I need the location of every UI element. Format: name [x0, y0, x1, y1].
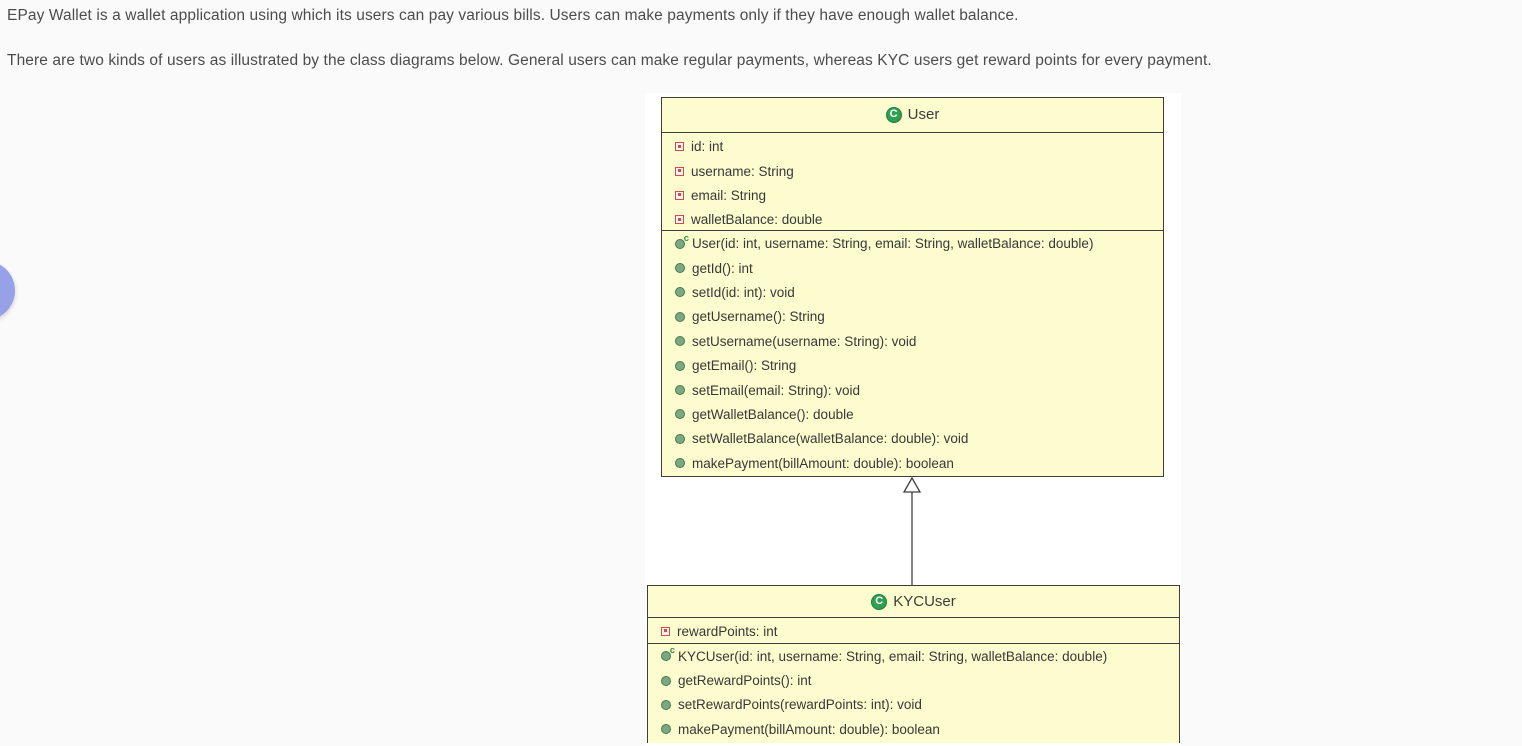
field-icon [675, 142, 684, 152]
method-row: getId(): int [662, 256, 1163, 280]
method-row: makePayment(billAmount: double): boolean [648, 717, 1179, 741]
method-icon [675, 409, 685, 420]
field-row: username: String [662, 159, 1163, 183]
field-icon [675, 215, 684, 225]
fields-section-kycuser: rewardPoints: int [648, 618, 1179, 644]
method-row: getEmail(): String [662, 353, 1163, 377]
method-row: makePayment(billAmount: double): boolean [662, 451, 1163, 475]
class-icon: C [871, 593, 888, 610]
intro-paragraph-1: EPay Wallet is a wallet application usin… [7, 7, 1019, 24]
field-row: email: String [662, 183, 1163, 207]
method-icon [675, 311, 685, 322]
field-icon [675, 166, 684, 176]
method-row: getRewardPoints(): int [648, 668, 1179, 692]
class-header-user: C User [662, 98, 1163, 133]
class-box-user: C User id: int username: String email: S… [661, 97, 1164, 477]
method-icon [661, 675, 671, 686]
method-icon [661, 699, 671, 710]
field-row: rewardPoints: int [648, 618, 1179, 644]
method-row: setRewardPoints(rewardPoints: int): void [648, 693, 1179, 717]
method-row: setId(id: int): void [662, 280, 1163, 304]
class-title: User [907, 106, 940, 124]
field-row: walletBalance: double [662, 208, 1163, 232]
method-icon [675, 360, 685, 371]
class-header-kycuser: C KYCUser [648, 586, 1179, 618]
method-icon [675, 385, 685, 396]
method-row: getWalletBalance(): double [662, 402, 1163, 426]
method-icon [675, 263, 685, 274]
fields-section-user: id: int username: String email: String w… [662, 133, 1163, 231]
uml-diagram-canvas: C User id: int username: String email: S… [645, 93, 1181, 746]
class-title: KYCUser [893, 593, 956, 610]
field-row: id: int [662, 135, 1163, 159]
drawer-handle[interactable] [0, 261, 15, 320]
method-icon [661, 724, 671, 735]
method-icon [675, 336, 685, 347]
method-row: getUsername(): String [662, 305, 1163, 329]
intro-paragraph-2: There are two kinds of users as illustra… [7, 52, 1212, 69]
method-icon [675, 287, 685, 298]
method-row: setUsername(username: String): void [662, 329, 1163, 353]
constructor-icon: c [675, 233, 689, 249]
method-icon [675, 458, 685, 469]
field-icon [675, 190, 684, 200]
field-icon [661, 626, 670, 636]
method-icon [675, 433, 685, 444]
method-row: setEmail(email: String): void [662, 378, 1163, 402]
method-row: setWalletBalance(walletBalance: double):… [662, 427, 1163, 451]
constructor-icon: c [661, 645, 675, 662]
inheritance-triangle [902, 476, 922, 493]
class-icon: C [885, 106, 902, 123]
